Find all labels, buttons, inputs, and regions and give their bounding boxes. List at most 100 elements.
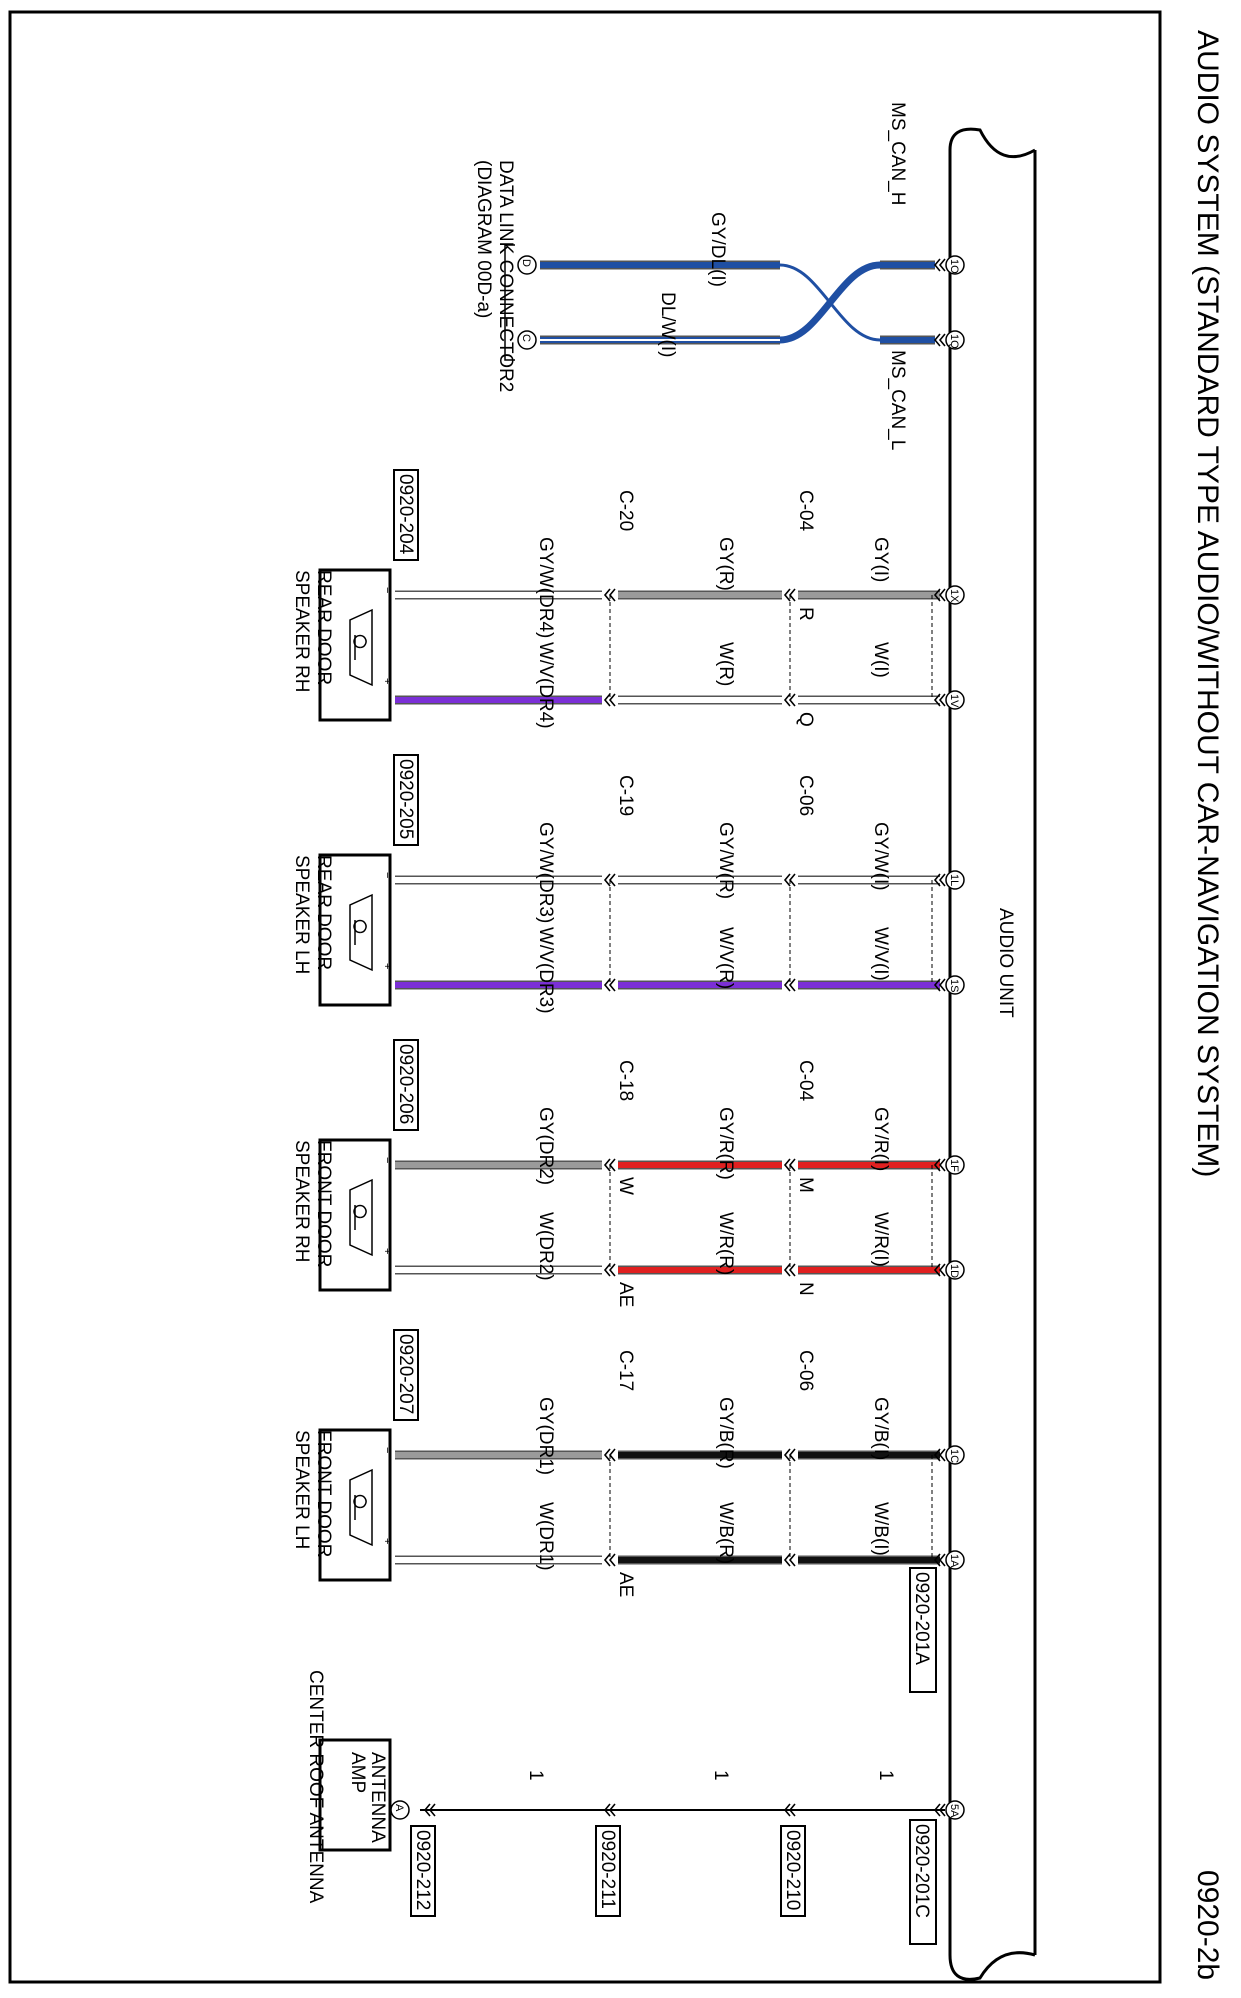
speaker-circuit-3-pin-neg-circle (945, 1155, 965, 1175)
antenna-chevron-3 (603, 1803, 616, 1817)
speaker-circuit-1-pos-label-3: W/V(DR4) (535, 642, 556, 729)
page-border (8, 10, 1162, 1984)
can-pin-h-circle (945, 255, 965, 275)
speaker-circuit-4-joint2-pos-pin: AE (615, 1572, 636, 1597)
can-h-chevron (933, 258, 946, 272)
can-l-label: MS_CAN_L (887, 350, 908, 450)
antenna-amp-pin: A (393, 1804, 405, 1812)
speaker-circuit-2-name-line1: REAR DOOR (313, 855, 334, 970)
speaker-circuits: 1X1VGY(I)W(I)GY(R)W(R)GY/W(DR4)W/V(DR4)C… (291, 469, 965, 1597)
speaker-circuit-2-chevron-n-2 (603, 873, 616, 887)
can-pin-h: 1O (948, 259, 960, 274)
speaker-circuit-1-joint1-pos-pin: Q (795, 712, 816, 727)
speaker-circuit-3-connector-box (393, 1039, 419, 1131)
speaker-circuit-3-joint1-pos-pin: N (795, 1282, 816, 1296)
speaker-circuit-4-pos-label-3: W(DR1) (535, 1502, 556, 1571)
antenna-circuit: 5AA1110920-2100920-2110920-212ANTENNAAMP… (305, 1670, 965, 1917)
connector-0920-211-box (595, 1825, 621, 1917)
speaker-circuit-3-joint2-neg-pin: W (615, 1177, 636, 1195)
speaker-circuit-1-neg-label-1: GY(I) (870, 537, 891, 582)
speaker-circuit-1: 1X1VGY(I)W(I)GY(R)W(R)GY/W(DR4)W/V(DR4)C… (291, 469, 965, 729)
can-h-label: MS_CAN_H (887, 102, 908, 205)
speaker-circuit-1-joint2-label: C-20 (615, 490, 636, 531)
dlc-label-1: DATA LINK CONNECTOR2 (495, 160, 516, 392)
speaker-circuit-3-name-line2: SPEAKER RH (291, 1140, 312, 1262)
speaker-circuit-4-joint1-label: C-06 (795, 1350, 816, 1391)
speaker-circuit-3-joint1-neg-pin: M (795, 1177, 816, 1193)
speaker-circuit-4-pos-terminal: + (381, 1538, 393, 1544)
speaker-circuit-4-pos-label-2: W/B(R) (715, 1502, 736, 1564)
speaker-circuit-1-neg-label-3: GY/W(DR4) (535, 537, 556, 638)
speaker-circuit-4-name-line1: FRONT DOOR (313, 1430, 334, 1557)
speaker-circuit-4-chevron-n-2 (603, 1448, 616, 1462)
speaker-circuit-1-neg-terminal: − (381, 587, 393, 593)
speaker-circuit-2-pos-label-1: W/V(I) (870, 927, 891, 981)
speaker-circuit-2: 1L1SGY/W(I)W/V(I)GY/W(R)W/V(R)GY/W(DR3)W… (291, 754, 965, 1014)
speaker-circuit-1-joint1-label: C-04 (795, 490, 816, 532)
speaker-circuit-2-pin-neg-circle (945, 870, 965, 890)
speaker-circuit-1-chevron-n-3 (933, 588, 946, 602)
speaker-circuit-3-chevron-p-1 (783, 1263, 796, 1277)
speaker-circuit-2-neg-label-3: GY/W(DR3) (535, 822, 556, 923)
dlc-pin-c-circle (517, 330, 537, 350)
speaker-circuit-2-coil-icon (353, 919, 367, 934)
speaker-circuit-1-pin-pos: 1V (948, 694, 960, 708)
speaker-circuit-3-pin-pos-circle (945, 1260, 965, 1280)
speaker-circuit-3-joint1-label: C-04 (795, 1060, 816, 1102)
connector-box-201c (909, 1819, 937, 1945)
connector-0920-211: 0920-211 (597, 1830, 618, 1909)
speaker-circuit-3-neg-label-1: GY/R(I) (870, 1107, 891, 1171)
speaker-circuit-2-pin-pos: 1S (948, 979, 960, 992)
connector-0920-212: 0920-212 (412, 1830, 433, 1910)
speaker-circuit-3-coil-icon (353, 1204, 367, 1219)
audio-unit: AUDIO UNIT 0920-201A 0920-201C (909, 127, 1037, 1981)
speaker-circuit-1-coil-icon (353, 634, 367, 649)
dlc-pin-c: C (520, 334, 532, 342)
speaker-circuit-2-pin-neg: 1L (948, 874, 960, 886)
speaker-circuit-1-neg-label-2: GY(R) (715, 537, 736, 591)
speaker-circuit-2-neg-label-1: GY/W(I) (870, 822, 891, 891)
speaker-circuit-2-connector-box (393, 754, 419, 846)
speaker-circuit-3: 1F1DGY/R(I)W/R(I)GY/R(R)W/R(R)GY(DR2)W(D… (291, 1039, 965, 1307)
speaker-circuit-3-pos-terminal: + (381, 1248, 393, 1254)
connector-0920-210: 0920-210 (782, 1830, 803, 1910)
speaker-circuit-3-chevron-n-2 (603, 1158, 616, 1172)
speaker-circuit-4-neg-label-3: GY(DR1) (535, 1397, 556, 1475)
connector-box-201a (909, 1567, 937, 1693)
page-code: 0920-2b (1191, 1870, 1224, 1980)
speaker-circuit-1-chevron-n-2 (603, 588, 616, 602)
antenna-pin-5a-circle (945, 1800, 965, 1820)
speaker-circuit-4-chevron-p-3 (933, 1553, 946, 1567)
speaker-circuit-1-chevron-p-1 (783, 693, 796, 707)
speaker-circuit-2-chevron-n-1 (783, 873, 796, 887)
speaker-circuit-4-neg-terminal: − (381, 1447, 393, 1453)
speaker-circuit-2-neg-terminal: − (381, 872, 393, 878)
speaker-circuit-3-name-line1: FRONT DOOR (313, 1140, 334, 1267)
speaker-circuit-2-pos-terminal: + (381, 963, 393, 969)
speaker-circuit-4-connector-box (393, 1329, 419, 1421)
can-l-wire-label: DL/W(I) (657, 292, 678, 357)
speaker-circuit-3-chevron-n-3 (933, 1158, 946, 1172)
antenna-wire-label-3: 1 (525, 1770, 546, 1781)
antenna-name: CENTER ROOF ANTENNA (305, 1670, 326, 1904)
speaker-circuit-4-coil-icon (353, 1494, 367, 1509)
can-pin-l-circle (945, 330, 965, 350)
dlc-pin-d-circle (517, 255, 537, 275)
speaker-circuit-3-connector: 0920-206 (395, 1044, 416, 1124)
dlc-pin-d: D (520, 259, 532, 267)
speaker-circuit-4-chevron-p-1 (783, 1553, 796, 1567)
speaker-circuit-3-pin-neg: 1F (948, 1159, 960, 1172)
speaker-circuit-3-chevron-p-2 (603, 1263, 616, 1277)
connector-0920-212-box (410, 1825, 436, 1917)
dlc-bracket (504, 244, 515, 361)
speaker-circuit-4: 1C1AGY/B(I)W/B(I)GY/B(R)W/B(R)GY(DR1)W(D… (291, 1329, 965, 1597)
speaker-circuit-2-chevron-n-3 (933, 873, 946, 887)
speaker-circuit-2-name-line2: SPEAKER LH (291, 855, 312, 974)
speaker-circuit-1-pin-neg-circle (945, 585, 965, 605)
speaker-circuit-4-neg-label-2: GY/B(R) (715, 1397, 736, 1469)
speaker-circuit-2-chevron-p-1 (783, 978, 796, 992)
speaker-circuit-3-joint2-pos-pin: AE (615, 1282, 636, 1307)
connector-0920-210-box (780, 1825, 806, 1917)
speaker-circuit-4-pin-pos: 1A (948, 1554, 960, 1568)
can-twist-2 (779, 263, 881, 342)
